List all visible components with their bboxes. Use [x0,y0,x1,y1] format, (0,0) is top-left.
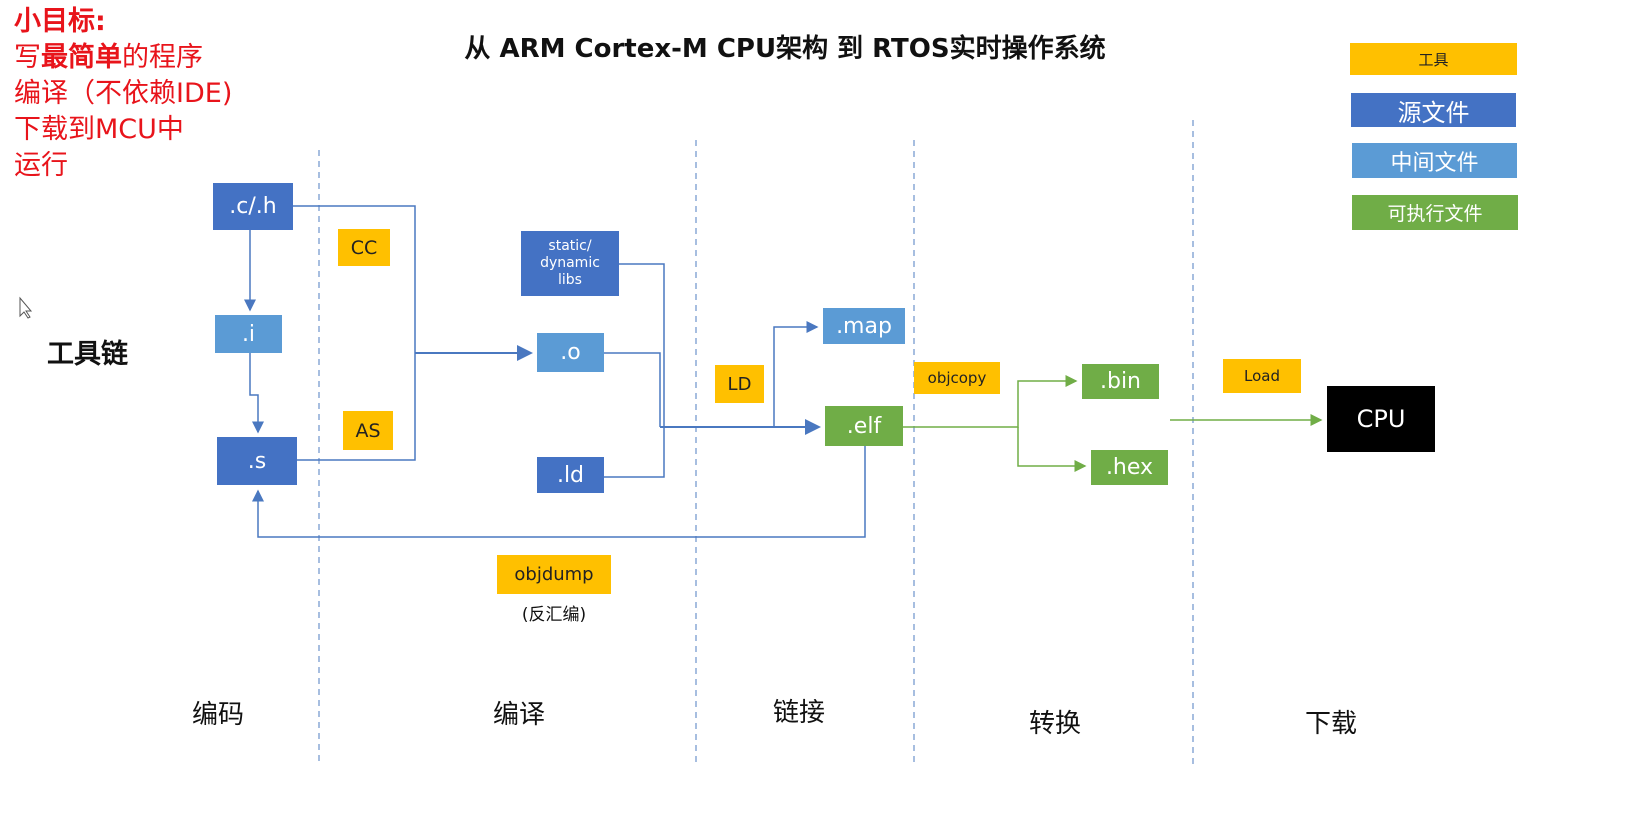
tool-as: AS [343,411,393,450]
goal-line1-pre: 写 [14,42,41,73]
node-hex: .hex [1091,450,1168,485]
legend-tool: 工具 [1350,43,1517,75]
goal-text: 小目标: 写最简单的程序 编译（不依赖IDE) 下载到MCU中 运行 [14,4,232,184]
tool-cc: CC [338,229,390,266]
goal-heading: 小目标: [14,6,106,37]
stage-convert: 转换 [1029,709,1082,739]
node-map: .map [823,308,905,344]
page-title: 从 ARM Cortex-M CPU架构 到 RTOS实时操作系统 [464,34,1106,64]
line-cc-as [293,205,416,461]
node-s: .s [217,437,297,485]
stage-coding: 编码 [192,700,245,730]
line-o [604,352,661,427]
node-ld-script: .ld [537,457,604,493]
arrow-to-map [773,321,819,427]
node-i: .i [215,315,282,353]
line-libs [619,263,665,427]
goal-line3: 下载到MCU中 [14,114,184,145]
goal-line1: 写最简单的程序 [14,40,232,76]
node-o: .o [537,333,604,372]
mouse-cursor-icon [19,296,33,319]
tool-load: Load [1223,359,1301,393]
legend-intermediate: 中间文件 [1352,143,1517,178]
stage-compile: 编译 [493,700,546,730]
goal-line1-bold: 最简单 [41,42,122,73]
stage-download: 下载 [1305,709,1358,739]
arrow-objdump-to-s [252,446,866,538]
node-cpu: CPU [1327,386,1435,452]
line-ld [604,427,665,478]
arrow-i-to-s [249,353,264,434]
toolchain-label: 工具链 [47,339,128,370]
objdump-note: (反汇编) [521,605,587,625]
stage-dividers [318,120,1194,765]
tool-objcopy: objcopy [914,362,1000,394]
arrow-to-bin [903,375,1078,428]
goal-line2: 编译（不依赖IDE) [14,78,233,109]
goal-line1-post: 的程序 [122,42,203,73]
node-source-ch: .c/.h [213,183,293,230]
stage-link: 链接 [773,698,826,728]
node-libs: static/ dynamic libs [521,231,619,296]
tool-objdump: objdump [497,555,611,594]
tool-ld: LD [715,365,764,403]
legend-executable: 可执行文件 [1352,195,1518,230]
node-bin: .bin [1082,364,1159,399]
arrow-to-hex [1017,427,1087,472]
node-elf: .elf [825,406,903,446]
legend-source: 源文件 [1351,93,1516,127]
goal-line4: 运行 [14,150,68,181]
